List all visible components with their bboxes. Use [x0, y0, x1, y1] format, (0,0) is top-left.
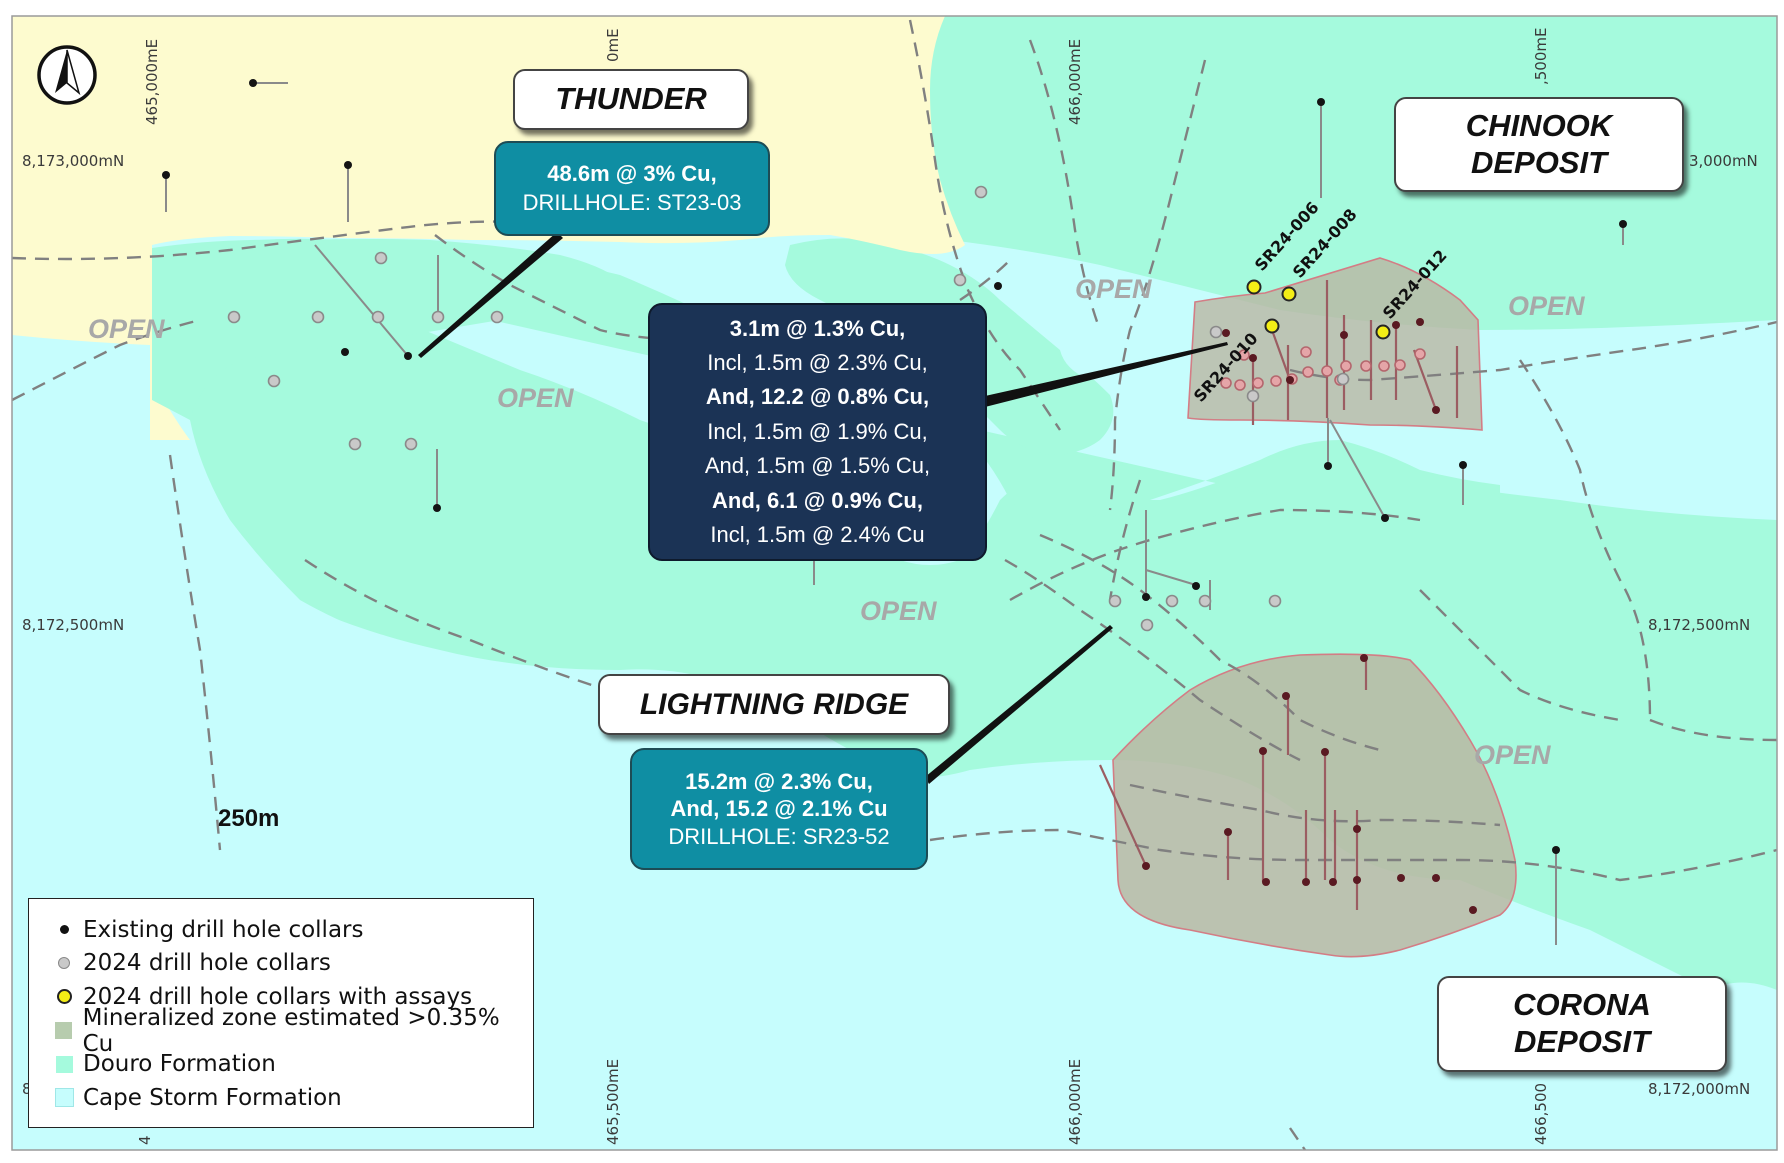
corona-title-line2: DEPOSIT — [1513, 1024, 1651, 1059]
douro-swatch-icon — [45, 1055, 83, 1073]
legend-row-mineralized: Mineralized zone estimated >0.35% Cu — [45, 1005, 533, 1057]
lightning-callout: 15.2m @ 2.3% Cu, And, 15.2 @ 2.1% Cu DRI… — [630, 748, 928, 870]
open-label-chinook-west: OPEN — [1075, 274, 1152, 304]
legend-label-mineralized: Mineralized zone estimated >0.35% Cu — [82, 1004, 500, 1057]
existing-collars — [162, 79, 1627, 854]
coord-left-fragment-1: 8 — [22, 1080, 32, 1098]
coord-right-8172500: 8,172,500mN — [1648, 616, 1750, 634]
scale-label: 250m — [218, 805, 279, 832]
coord-top-466500: ,500mE — [1532, 28, 1550, 86]
thunder-callout: 48.6m @ 3% Cu, DRILLHOLE: ST23-03 — [494, 141, 770, 236]
open-label-central: OPEN — [497, 383, 574, 413]
coord-top-465000: 465,000mE — [143, 39, 161, 125]
cape-storm-west — [12, 335, 240, 850]
lightning-callout-line2: And, 15.2 @ 2.1% Cu — [670, 796, 888, 822]
corona-title-box: CORONA DEPOSIT — [1437, 976, 1727, 1072]
coord-bottom-466500: 466,500 — [1532, 1083, 1550, 1145]
coord-right-8172000: 8,172,000mN — [1648, 1080, 1750, 1098]
chinook-collars — [1220, 346, 1426, 391]
legend-label-cape-storm: Cape Storm Formation — [83, 1084, 342, 1111]
chinook-callout-line3: And, 12.2 @ 0.8% Cu, — [705, 384, 930, 410]
north-arrow-icon — [37, 45, 97, 105]
coord-right-8173000: 3,000mN — [1689, 152, 1758, 170]
legend-row-douro: Douro Formation — [45, 1047, 533, 1081]
legend-row-existing: Existing drill hole collars — [45, 913, 533, 947]
open-label-south: OPEN — [860, 596, 937, 626]
2024-collars — [227, 185, 1350, 632]
legend-label-douro: Douro Formation — [83, 1051, 276, 1078]
new-collar-icon — [45, 957, 83, 970]
chinook-callout-line2: Incl, 1.5m @ 2.3% Cu, — [707, 349, 928, 375]
lightning-title: LIGHTNING RIDGE — [639, 687, 909, 721]
corona-mineralized-zone — [1112, 653, 1517, 958]
coord-bottom-466000: 466,000mE — [1066, 1059, 1084, 1145]
assay-collar-icon — [45, 989, 83, 1005]
legend-row-2024: 2024 drill hole collars — [45, 947, 533, 981]
chinook-callout-line1: 3.1m @ 1.3% Cu, — [729, 315, 906, 341]
chinook-callout: 3.1m @ 1.3% Cu, Incl, 1.5m @ 2.3% Cu, An… — [648, 303, 987, 561]
legend-row-cape-storm: Cape Storm Formation — [45, 1081, 533, 1115]
existing-collars-mineralized — [1142, 318, 1477, 914]
open-label-corona: OPEN — [1474, 740, 1551, 770]
map-legend: Existing drill hole collars 2024 drill h… — [28, 898, 534, 1128]
thunder-callout-line2: DRILLHOLE: ST23-03 — [522, 189, 742, 215]
lightning-title-box: LIGHTNING RIDGE — [598, 674, 950, 735]
chinook-title-box: CHINOOK DEPOSIT — [1394, 97, 1684, 192]
thunder-callout-line1: 48.6m @ 3% Cu, — [547, 160, 717, 186]
coord-left-8173000: 8,173,000mN — [22, 152, 124, 170]
chinook-callout-line4: Incl, 1.5m @ 1.9% Cu, — [707, 418, 928, 444]
chinook-title-line2: DEPOSIT — [1470, 144, 1608, 180]
coord-left-fragment-2: 4 — [136, 1135, 154, 1145]
chinook-callout-line6: And, 6.1 @ 0.9% Cu, — [712, 487, 923, 513]
thunder-title-box: THUNDER — [513, 69, 749, 130]
corona-title-line1: CORONA — [1513, 987, 1651, 1023]
chinook-callout-line5: And, 1.5m @ 1.5% Cu, — [704, 453, 931, 479]
thunder-title: THUNDER — [555, 81, 707, 117]
grid-coordinates: 465,000mE 0mE 466,000mE ,500mE 8,173,000… — [22, 28, 1758, 1146]
coord-bottom-465500: 465,500mE — [604, 1059, 622, 1145]
coord-left-8172500: 8,172,500mN — [22, 616, 124, 634]
legend-label-existing: Existing drill hole collars — [83, 916, 364, 943]
cape-storm-swatch-icon — [45, 1088, 83, 1108]
legend-row-assays: 2024 drill hole collars with assays — [45, 980, 533, 1014]
assay-collars — [1246, 279, 1391, 340]
coord-top-465500: 0mE — [604, 28, 622, 62]
open-label-west: OPEN — [88, 314, 165, 344]
lightning-callout-line3: DRILLHOLE: SR23-52 — [668, 823, 890, 849]
coord-top-466000: 466,000mE — [1066, 39, 1084, 125]
cape-storm-lake — [1060, 316, 1143, 380]
lightning-callout-line1: 15.2m @ 2.3% Cu, — [685, 768, 873, 794]
mineralized-swatch-icon — [45, 1022, 83, 1040]
legend-label-2024: 2024 drill hole collars — [83, 950, 331, 977]
callout-leaders — [418, 232, 1228, 784]
open-label-chinook-east: OPEN — [1508, 291, 1585, 321]
drill-traces — [165, 82, 1624, 945]
chinook-callout-line7: Incl, 1.5m @ 2.4% Cu — [710, 522, 925, 548]
open-labels: OPEN OPEN OPEN OPEN OPEN OPEN — [88, 274, 1585, 770]
existing-collar-icon — [45, 925, 83, 935]
chinook-title-line1: CHINOOK — [1465, 107, 1613, 143]
legend-label-assays: 2024 drill hole collars with assays — [83, 983, 473, 1010]
